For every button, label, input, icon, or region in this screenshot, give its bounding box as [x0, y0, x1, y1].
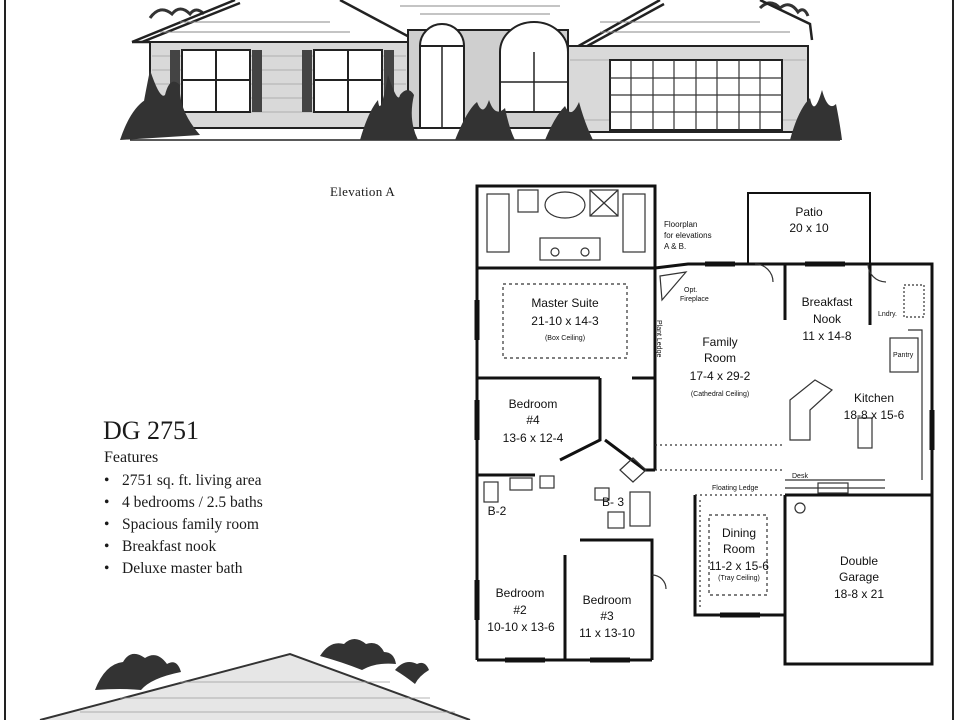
bath-b3-label: B- 3: [602, 495, 624, 509]
breakfast-nook-dims: 11 x 14-8: [802, 329, 851, 343]
left-windows: [181, 49, 383, 113]
dining-room-label-2: Room: [723, 542, 755, 556]
floor-plan-inner-lines: [483, 189, 925, 610]
bedroom4-label-1: Bedroom: [509, 397, 558, 411]
elevation-caption: Elevation A: [330, 184, 396, 199]
background-shrubs: [148, 1, 810, 19]
bedroom3-label-1: Bedroom: [583, 593, 632, 607]
garage-label-1: Double: [840, 554, 878, 568]
bedroom2-label-1: Bedroom: [496, 586, 545, 600]
roof-shingles: [160, 5, 790, 33]
elevation-b-roof-drawing: [39, 639, 471, 720]
family-room-note: (Cathedral Ceiling): [691, 391, 749, 398]
roof-b-shrubs: [95, 639, 429, 690]
bedroom4-label-2: #4: [526, 413, 540, 427]
master-suite-dims: 21-10 x 14-3: [531, 314, 599, 328]
dining-room-dims: 11-2 x 15-6: [709, 559, 769, 573]
features-heading: Features: [104, 449, 159, 466]
floating-ledge-label: Floating Ledge: [712, 485, 758, 492]
plant-ledge-label: Plant Ledge: [655, 320, 662, 357]
garage-label-2: Garage: [839, 570, 879, 584]
left-border-line: [4, 0, 6, 720]
plan-title: DG 2751: [103, 416, 200, 445]
feature-item: Breakfast nook: [104, 536, 263, 558]
master-suite-note: (Box Ceiling): [545, 335, 585, 342]
bedroom2-label-2: #2: [513, 603, 527, 617]
elevation-a-drawing: [120, 0, 842, 141]
bedroom3-label-2: #3: [600, 609, 614, 623]
bedroom3-dims: 11 x 13-10: [579, 626, 635, 640]
features-list: 2751 sq. ft. living area 4 bedrooms / 2.…: [104, 470, 263, 580]
floor-plan-windows: [474, 261, 935, 663]
floorplan-note-line3: A & B.: [664, 242, 686, 251]
entry-arch: [419, 23, 465, 47]
family-room-dims: 17-4 x 29-2: [690, 369, 751, 383]
feature-item: Spacious family room: [104, 514, 263, 536]
breakfast-nook-label-1: Breakfast: [802, 295, 853, 309]
desk-label: Desk: [792, 473, 808, 480]
dining-room-note: (Tray Ceiling): [718, 575, 760, 582]
roof-b-shingles: [80, 681, 455, 713]
patio-dims: 20 x 10: [789, 221, 829, 235]
family-room-label-2: Room: [704, 351, 736, 365]
bedroom2-dims: 10-10 x 13-6: [487, 620, 555, 634]
feature-item: 4 bedrooms / 2.5 baths: [104, 492, 263, 514]
laundry-label: Lndry.: [878, 311, 897, 318]
right-border-line: [952, 0, 954, 720]
master-suite-label: Master Suite: [531, 296, 599, 310]
kitchen-label: Kitchen: [854, 391, 894, 405]
bath-b2-label: B-2: [488, 504, 507, 518]
feature-item: 2751 sq. ft. living area: [104, 470, 263, 492]
front-shrubs: [120, 70, 842, 140]
patio-label: Patio: [795, 205, 823, 219]
opt-fireplace-label-2: Fireplace: [680, 296, 709, 303]
kitchen-dims: 18-8 x 15-6: [844, 408, 905, 422]
bedroom4-dims: 13-6 x 12-4: [503, 431, 564, 445]
garage-dims: 18-8 x 21: [834, 587, 884, 601]
floorplan-note-line1: Floorplan: [664, 220, 697, 229]
breakfast-nook-label-2: Nook: [813, 312, 842, 326]
opt-fireplace-label-1: Opt.: [684, 287, 697, 294]
feature-item: Deluxe master bath: [104, 558, 263, 580]
garage-door-panels: [610, 60, 782, 130]
dining-room-label-1: Dining: [722, 526, 756, 540]
pantry-label: Pantry: [893, 352, 914, 359]
family-room-label-1: Family: [702, 335, 737, 349]
floorplan-note-line2: for elevations: [664, 231, 712, 240]
